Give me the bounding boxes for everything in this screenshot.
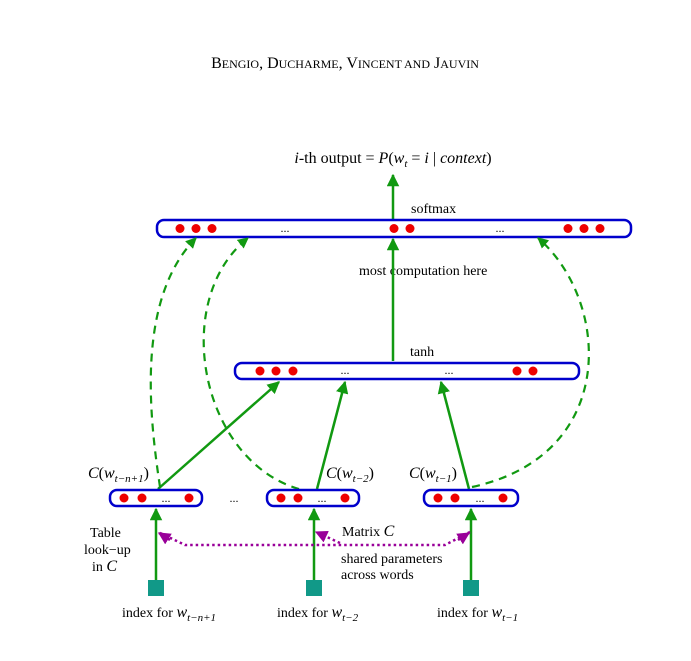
unit-dot: [450, 493, 460, 503]
unit-dot: [271, 366, 281, 376]
embeddings-ellipsis: ...: [230, 491, 239, 505]
embedding-label-1: C(wt−n+1): [88, 465, 149, 485]
unit-dot: [340, 493, 350, 503]
table-lookup-label: Table look−up in C: [84, 526, 134, 575]
unit-dot: [119, 493, 129, 503]
unit-dot: [528, 366, 538, 376]
index-square-2: [306, 580, 322, 596]
unit-dot: [207, 224, 217, 233]
embedding-box-2: [265, 488, 361, 508]
unit-dot: [433, 493, 443, 503]
index-label-3: index for wt−1: [437, 604, 518, 624]
embedding-box-1: [108, 488, 204, 508]
embedding-label-2: C(wt−2): [326, 465, 374, 485]
unit-dot: [276, 493, 286, 503]
embedding-box-3: [422, 488, 520, 508]
unit-dot: [405, 224, 415, 233]
index-square-1: [148, 580, 164, 596]
unit-dot: [563, 224, 573, 233]
embedding2-ellipsis: ...: [318, 491, 327, 505]
tanh-label: tanh: [410, 345, 434, 360]
unit-dot: [184, 493, 194, 503]
shared-arrow-left: [157, 531, 172, 545]
skip-connection-left-outer: [149, 237, 197, 488]
index-label-2: index for wt−2: [277, 604, 359, 624]
unit-dot: [498, 493, 508, 503]
tanh-ellipsis-left: ...: [341, 363, 350, 377]
skip-connection-right: [471, 237, 590, 489]
tanh-layer: [233, 361, 581, 381]
matrix-label: Matrix C shared parameters across words: [341, 523, 446, 583]
shared-arrow-middle: [314, 530, 341, 545]
unit-dot: [288, 366, 298, 376]
embedding3-ellipsis: ...: [476, 491, 485, 505]
tanh-units: [255, 366, 538, 376]
softmax-ellipsis-right: ...: [496, 221, 505, 235]
unit-dot: [293, 493, 303, 503]
shared-arrow-right: [456, 531, 471, 545]
tanh-ellipsis-right: ...: [445, 363, 454, 377]
computation-label: most computation here: [359, 264, 487, 279]
unit-dot: [595, 224, 605, 233]
softmax-ellipsis-left: ...: [281, 221, 290, 235]
embedding3-to-tanh-arrow: [437, 380, 471, 490]
index-square-3: [463, 580, 479, 596]
index-label-1: index for wt−n+1: [122, 604, 216, 624]
embedding-label-3: C(wt−1): [409, 465, 457, 485]
embedding1-ellipsis: ...: [162, 491, 171, 505]
page-header: BENGIO, DUCHARME, VINCENT AND JAUVIN: [211, 55, 479, 72]
unit-dot: [191, 224, 201, 233]
unit-dot: [137, 493, 147, 503]
softmax-label: softmax: [411, 202, 456, 217]
unit-dot: [389, 224, 399, 233]
unit-dot: [512, 366, 522, 376]
unit-dot: [175, 224, 185, 233]
unit-dot: [255, 366, 265, 376]
embedding2-to-tanh-arrow: [315, 380, 349, 490]
softmax-units: [175, 224, 605, 233]
embedding1-to-tanh-arrow: [157, 381, 280, 490]
embedding-units: [119, 493, 508, 503]
output-label: i-th output = P(wt = i | context): [294, 150, 491, 170]
unit-dot: [579, 224, 589, 233]
